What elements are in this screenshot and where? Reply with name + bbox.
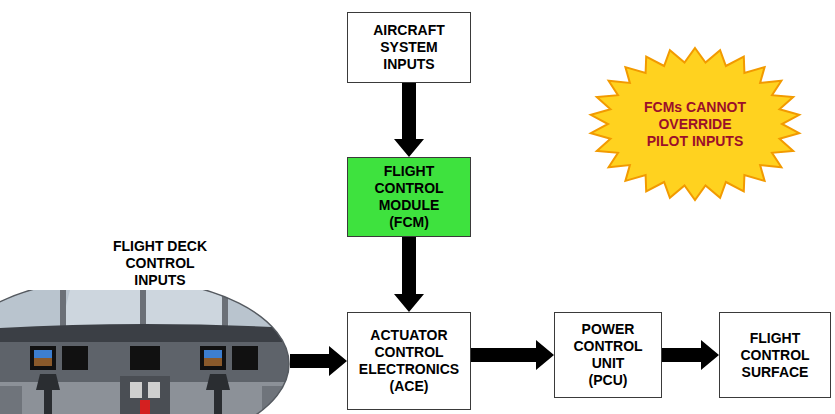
cockpit-part bbox=[34, 350, 52, 358]
cockpit-part bbox=[34, 358, 52, 366]
box-label: AIRCRAFT SYSTEM INPUTS bbox=[359, 22, 459, 73]
cockpit-part bbox=[262, 386, 290, 414]
callout-starburst: FCMs CANNOT OVERRIDE PILOT INPUTS bbox=[588, 46, 802, 202]
cockpit-outline bbox=[0, 290, 289, 414]
input-heading: FLIGHT DECK CONTROL INPUTS bbox=[104, 238, 216, 289]
flight-deck-node: FLIGHT DECK CONTROL INPUTS bbox=[0, 236, 290, 414]
electronics-box: ACTUATOR CONTROL ELECTRONICS (ACE) bbox=[347, 312, 471, 410]
cockpit-part bbox=[204, 350, 222, 358]
cockpit-part bbox=[140, 400, 150, 414]
cockpit-part bbox=[200, 346, 226, 370]
cockpit-part bbox=[0, 386, 22, 414]
cockpit-illustration bbox=[0, 290, 290, 414]
cockpit-part bbox=[30, 346, 56, 370]
starburst-outline bbox=[591, 48, 799, 200]
cockpit-part bbox=[62, 346, 88, 370]
box-label: POWER CONTROL UNIT (PCU) bbox=[573, 321, 643, 389]
cockpit-part bbox=[214, 390, 222, 414]
cockpit-part bbox=[36, 374, 60, 390]
power-unit-box: POWER CONTROL UNIT (PCU) bbox=[554, 312, 662, 398]
cockpit-part bbox=[204, 358, 222, 366]
module-box: FLIGHT CONTROL MODULE (FCM) bbox=[347, 157, 471, 237]
flow-arrow bbox=[394, 237, 424, 312]
cockpit-part bbox=[206, 374, 230, 390]
cockpit-part bbox=[0, 290, 290, 414]
flow-arrow bbox=[662, 340, 719, 370]
box-label: FLIGHT CONTROL SURFACE bbox=[728, 330, 822, 381]
flow-arrow bbox=[394, 83, 424, 157]
surface-box: FLIGHT CONTROL SURFACE bbox=[719, 312, 831, 398]
cockpit-part bbox=[232, 346, 258, 370]
flow-arrow bbox=[290, 346, 347, 376]
cockpit-part bbox=[0, 324, 290, 342]
callout-text: FCMs CANNOT OVERRIDE PILOT INPUTS bbox=[642, 99, 748, 150]
box-label: FLIGHT CONTROL MODULE (FCM) bbox=[359, 163, 459, 231]
box-label: ACTUATOR CONTROL ELECTRONICS (ACE) bbox=[359, 327, 459, 395]
cockpit-part bbox=[60, 290, 66, 330]
cockpit-part bbox=[130, 382, 142, 398]
cockpit-part bbox=[130, 346, 160, 370]
cockpit-part bbox=[148, 382, 160, 398]
flow-arrow bbox=[471, 340, 554, 370]
cockpit-part bbox=[0, 290, 70, 330]
cockpit-part bbox=[120, 376, 170, 414]
cockpit-part bbox=[220, 290, 290, 330]
cockpit-part bbox=[140, 290, 146, 330]
input-box: AIRCRAFT SYSTEM INPUTS bbox=[347, 12, 471, 83]
cockpit-part bbox=[44, 390, 52, 414]
